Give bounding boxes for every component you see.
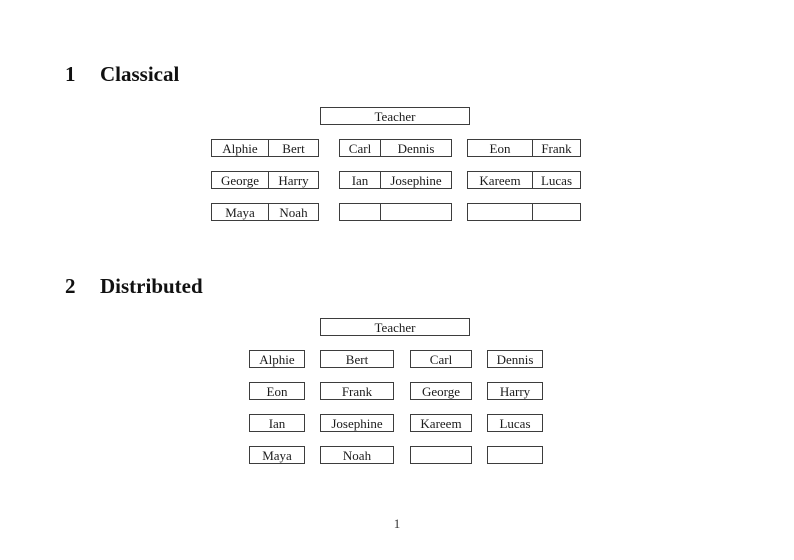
seat-cell: Harry <box>278 172 309 188</box>
desk: Josephine <box>320 414 394 432</box>
desk: Frank <box>320 382 394 400</box>
seat-cell: Maya <box>212 204 269 220</box>
section-title: Classical <box>100 62 180 86</box>
desk: Alphie <box>249 350 305 368</box>
seat-cell: Carl <box>340 140 381 156</box>
page-number: 1 <box>393 516 401 531</box>
teacher-box-classical: Teacher <box>320 107 470 125</box>
seat-cell: Frank <box>541 140 572 156</box>
teacher-box-distributed: Teacher <box>320 318 470 336</box>
desk: Maya <box>249 446 305 464</box>
desk: Harry <box>487 382 543 400</box>
desk: George <box>410 382 472 400</box>
desk: Noah <box>320 446 394 464</box>
desk: Lucas <box>487 414 543 432</box>
desk: Eon <box>249 382 305 400</box>
desk: Alphie Bert <box>211 139 319 157</box>
desk: Maya Noah <box>211 203 319 221</box>
desk <box>410 446 472 464</box>
desk: Kareem <box>410 414 472 432</box>
seat-cell: Kareem <box>468 172 533 188</box>
desk <box>487 446 543 464</box>
section-title: Distributed <box>100 274 203 298</box>
desk: Bert <box>320 350 394 368</box>
desk: Kareem Lucas <box>467 171 581 189</box>
seat-cell: Alphie <box>212 140 269 156</box>
seat-cell <box>340 204 381 220</box>
section-number: 2 <box>65 274 76 298</box>
seat-cell: Eon <box>468 140 533 156</box>
desk <box>467 203 581 221</box>
section-number: 1 <box>65 62 76 86</box>
desk <box>339 203 452 221</box>
desk: Ian <box>249 414 305 432</box>
teacher-label: Teacher <box>374 319 416 335</box>
seat-cell <box>381 204 451 220</box>
teacher-label: Teacher <box>374 108 416 124</box>
seat-cell: Noah <box>279 204 308 220</box>
seat-cell: Dennis <box>397 140 435 156</box>
seat-cell <box>468 204 533 220</box>
seat-cell: Josephine <box>390 172 442 188</box>
desk: Carl <box>410 350 472 368</box>
seat-cell <box>533 204 580 220</box>
seat-cell: Bert <box>282 140 305 156</box>
desk: Carl Dennis <box>339 139 452 157</box>
desk: Eon Frank <box>467 139 581 157</box>
desk: Dennis <box>487 350 543 368</box>
seat-cell: Lucas <box>540 172 573 188</box>
seat-cell: Ian <box>340 172 381 188</box>
seat-cell: George <box>212 172 269 188</box>
desk: Ian Josephine <box>339 171 452 189</box>
desk: George Harry <box>211 171 319 189</box>
